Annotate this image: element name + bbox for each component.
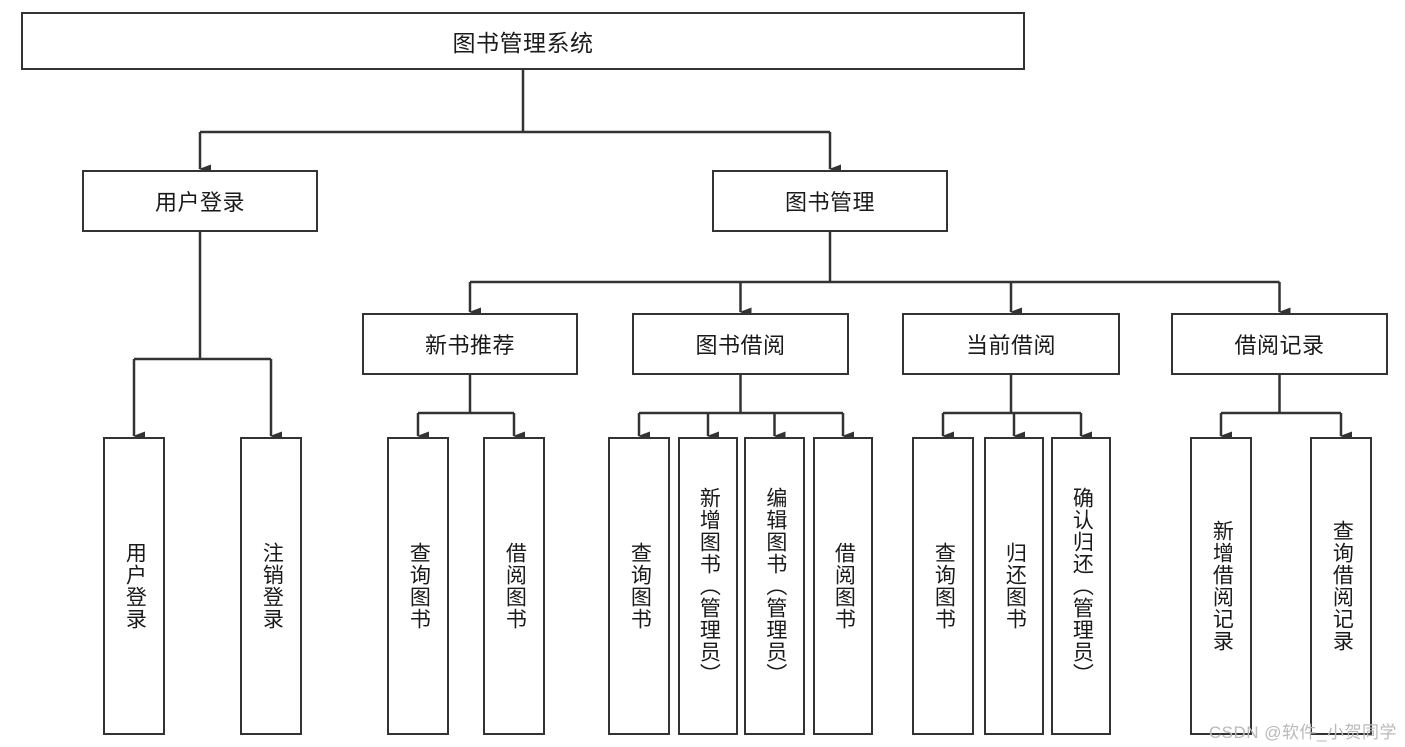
node-label: 借阅记录 — [1234, 333, 1325, 358]
node-label: 图书管理系统 — [452, 30, 594, 56]
node-leaf-bw-lend[interactable]: 借阅图书 — [813, 437, 873, 735]
node-bookmgmt[interactable]: 图书管理 — [712, 170, 948, 232]
node-label: 借阅图书 — [832, 542, 856, 630]
node-label: 归还图书 — [1003, 542, 1027, 630]
node-leaf-bw-query[interactable]: 查询图书 — [608, 437, 670, 735]
node-leaf-rec-query[interactable]: 查询借阅记录 — [1310, 437, 1372, 735]
node-label: 借阅图书 — [503, 542, 527, 630]
node-label: 当前借阅 — [965, 333, 1056, 358]
node-label: 用户登录 — [123, 542, 147, 630]
node-label: 查询图书 — [932, 542, 956, 630]
node-leaf-cur-return[interactable]: 归还图书 — [984, 437, 1044, 735]
node-label: 图书管理 — [784, 190, 875, 215]
node-records[interactable]: 借阅记录 — [1171, 313, 1388, 375]
node-leaf-cur-confirm[interactable]: 确认归还（管理员） — [1051, 437, 1111, 735]
node-leaf-bw-add[interactable]: 新增图书（管理员） — [678, 437, 738, 735]
node-label: 注销登录 — [260, 542, 284, 630]
node-label: 新书推荐 — [424, 333, 515, 358]
node-label: 用户登录 — [154, 190, 245, 215]
node-label: 查询借阅记录 — [1330, 520, 1354, 652]
node-leaf-cur-query[interactable]: 查询图书 — [912, 437, 974, 735]
node-newbook[interactable]: 新书推荐 — [362, 313, 578, 375]
node-leaf-nb-query[interactable]: 查询图书 — [387, 437, 449, 735]
node-label: 新增图书（管理员） — [697, 487, 721, 685]
node-login[interactable]: 用户登录 — [82, 170, 318, 232]
watermark-text: CSDN @软件_小贺同学 — [1208, 723, 1397, 742]
node-label: 查询图书 — [628, 542, 652, 630]
node-leaf-rec-add[interactable]: 新增借阅记录 — [1190, 437, 1252, 735]
node-borrow[interactable]: 图书借阅 — [632, 313, 849, 375]
node-label: 编辑图书（管理员） — [763, 487, 787, 685]
node-label: 查询图书 — [407, 542, 431, 630]
node-root[interactable]: 图书管理系统 — [21, 12, 1025, 70]
node-leaf-logout[interactable]: 注销登录 — [240, 437, 302, 735]
node-label: 新增借阅记录 — [1210, 520, 1234, 652]
node-leaf-bw-edit[interactable]: 编辑图书（管理员） — [744, 437, 805, 735]
node-leaf-nb-borrow[interactable]: 借阅图书 — [483, 437, 545, 735]
node-leaf-user-login[interactable]: 用户登录 — [103, 437, 165, 735]
node-label: 图书借阅 — [695, 333, 786, 358]
node-label: 确认归还（管理员） — [1070, 487, 1094, 685]
node-current[interactable]: 当前借阅 — [902, 313, 1120, 375]
